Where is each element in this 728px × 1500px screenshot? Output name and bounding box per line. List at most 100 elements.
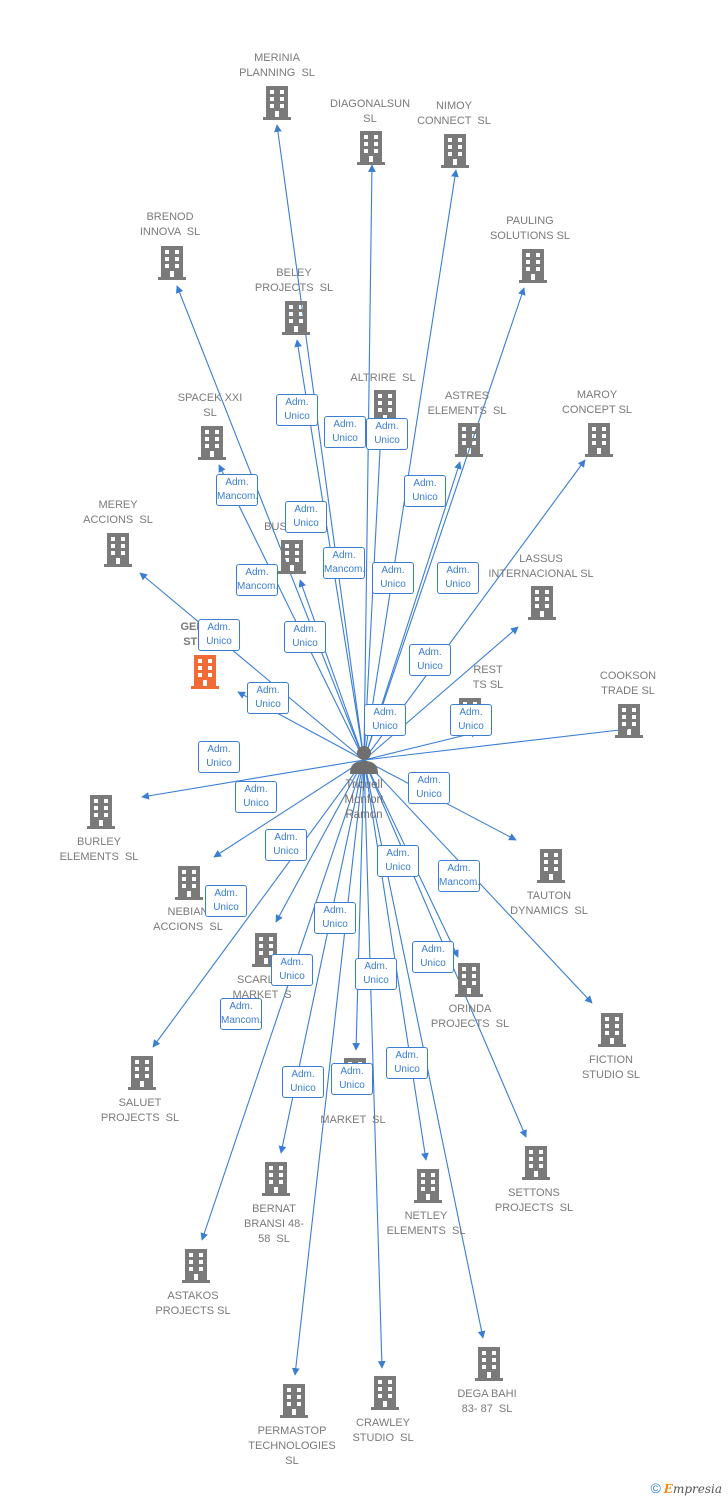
company-label-market[interactable]: MARKET SL [320,1114,386,1126]
building-icon-crawley[interactable] [371,1376,399,1410]
brand-logo[interactable]: Empresia [663,1482,722,1496]
copyright-icon: © [650,1480,661,1496]
company-label-dega[interactable]: DEGA BAHI 83- 87 SL [457,1388,517,1415]
company-label-netley[interactable]: NETLEY ELEMENTS SL [386,1210,466,1237]
company-label-spacek[interactable]: SPACEK XXI SL [177,392,243,419]
relation-badge-b4[interactable]: Adm. Mancom. [216,474,258,506]
building-icon-cookson[interactable] [615,704,643,738]
relation-badge-b23[interactable]: Adm. Mancom. [438,860,480,892]
relation-badge-b28[interactable]: Adm. Mancom. [220,998,262,1030]
building-icon-maroy[interactable] [585,423,613,457]
building-icon-fiction[interactable] [598,1013,626,1047]
company-label-bernat[interactable]: BERNAT BRANSI 48- 58 SL [244,1203,304,1245]
building-icon-nimoy[interactable] [441,134,469,168]
company-label-fiction[interactable]: FICTION STUDIO SL [581,1054,641,1081]
edge-24 [352,759,365,1051]
relation-badge-b11[interactable]: Adm. Unico [198,619,240,651]
building-icon-settons[interactable] [522,1146,550,1180]
building-icon-dega[interactable] [475,1347,503,1381]
company-label-pauling[interactable]: PAULING SOLUTIONS SL [489,215,571,242]
building-icon-merinia[interactable] [263,86,291,120]
company-label-permastop[interactable]: PERMASTOP TECHNOLOGIES SL [248,1425,336,1467]
person-name: Triquell Monfort Ramon [344,779,384,821]
building-icon-brenod[interactable] [158,246,186,280]
relation-badge-b18[interactable]: Adm. Unico [408,772,450,804]
company-label-crawley[interactable]: CRAWLEY STUDIO SL [352,1417,414,1444]
building-icon-orinda[interactable] [455,963,483,997]
building-icon-astakos[interactable] [182,1249,210,1283]
relation-badge-b14[interactable]: Adm. Unico [247,682,289,714]
relation-badge-b29[interactable]: Adm. Unico [386,1047,428,1079]
relation-badge-b26[interactable]: Adm. Unico [355,958,397,990]
company-label-merey[interactable]: MEREY ACCIONS SL [83,499,153,526]
relation-badge-b25[interactable]: Adm. Unico [271,954,313,986]
building-icon-gerber[interactable] [191,655,219,689]
company-label-altrire[interactable]: ALTRIRE SL [350,372,416,384]
relation-badge-b21[interactable]: Adm. Unico [377,845,419,877]
company-label-tauton[interactable]: TAUTON DYNAMICS SL [510,890,588,917]
company-label-lassus[interactable]: LASSUS INTERNACIONAL SL [488,553,594,580]
relation-badge-b1[interactable]: Adm. Unico [276,394,318,426]
company-label-astakos[interactable]: ASTAKOS PROJECTS SL [155,1290,231,1317]
relation-badge-b13[interactable]: Adm. Unico [409,644,451,676]
building-icon-merey[interactable] [104,533,132,567]
company-label-saluet[interactable]: SALUET PROJECTS SL [100,1097,180,1124]
building-icon-pauling[interactable] [519,249,547,283]
building-icon-spacek[interactable] [198,426,226,460]
edge-2 [363,164,376,761]
relation-badge-b17[interactable]: Adm. Unico [198,741,240,773]
building-icon-netley[interactable] [414,1169,442,1203]
edge-20 [275,759,365,923]
relation-badge-b7[interactable]: Adm. Mancom. [236,564,278,596]
relation-badge-b5[interactable]: Adm. Unico [285,501,327,533]
relation-badge-b30[interactable]: Adm. Unico [282,1066,324,1098]
company-label-orinda[interactable]: ORINDA PROJECTS SL [430,1003,510,1030]
building-icon-burley[interactable] [87,795,115,829]
building-icon-diagonalsun[interactable] [357,131,385,165]
company-label-nebian[interactable]: NEBIAN ACCIONS SL [153,906,223,933]
edge-19 [213,759,365,858]
company-label-nimoy[interactable]: NIMOY CONNECT SL [417,100,491,127]
company-label-settons[interactable]: SETTONS PROJECTS SL [494,1187,574,1214]
relation-badge-b15[interactable]: Adm. Unico [364,704,406,736]
relation-badge-b3[interactable]: Adm. Unico [366,418,408,450]
edge-30 [291,759,365,1376]
relation-badge-b2[interactable]: Adm. Unico [324,416,366,448]
relation-badge-b24[interactable]: Adm. Unico [314,902,356,934]
company-label-cookson[interactable]: COOKSON TRADE SL [599,670,657,697]
relation-badge-b8[interactable]: Adm. Mancom. [323,547,365,579]
building-icon-bernat[interactable] [262,1162,290,1196]
building-icon-beley[interactable] [282,301,310,335]
company-label-brenod[interactable]: BRENOD INNOVA SL [139,211,201,238]
relation-badge-b22[interactable]: Adm. Unico [205,885,247,917]
company-label-beley[interactable]: BELEY PROJECTS SL [254,267,334,294]
relation-badge-b12[interactable]: Adm. Unico [284,621,326,653]
edge-13 [363,626,519,761]
person-icon[interactable] [350,746,378,774]
building-icon-tauton[interactable] [537,849,565,883]
building-icon-nebian[interactable] [175,866,203,900]
edge-5 [363,287,526,761]
company-label-rest[interactable]: REST TS SL [472,664,504,691]
building-icon-permastop[interactable] [280,1384,308,1418]
relation-badge-b9[interactable]: Adm. Unico [372,562,414,594]
footer: ©Empresia [650,1480,722,1496]
edge-10 [218,464,365,761]
relation-badge-b6[interactable]: Adm. Unico [404,475,446,507]
building-icon-business[interactable] [278,540,306,574]
relation-badge-b16[interactable]: Adm. Unico [450,704,492,736]
company-label-diagonalsun[interactable]: DIAGONALSUN SL [329,98,411,125]
building-icon-saluet[interactable] [128,1056,156,1090]
company-label-maroy[interactable]: MAROY CONCEPT SL [561,389,633,416]
company-label-burley[interactable]: BURLEY ELEMENTS SL [59,836,139,863]
relation-badge-b10[interactable]: Adm. Unico [437,562,479,594]
building-icon-lassus[interactable] [528,586,556,620]
company-label-merinia[interactable]: MERINIA PLANNING SL [239,52,315,79]
relation-badge-b20[interactable]: Adm. Unico [265,829,307,861]
nodes [87,86,643,1418]
company-label-astres[interactable]: ASTRES ELEMENTS SL [427,390,507,417]
relation-badge-b19[interactable]: Adm. Unico [235,781,277,813]
relation-badge-b27[interactable]: Adm. Unico [412,941,454,973]
relation-badge-b31[interactable]: Adm. Unico [331,1063,373,1095]
